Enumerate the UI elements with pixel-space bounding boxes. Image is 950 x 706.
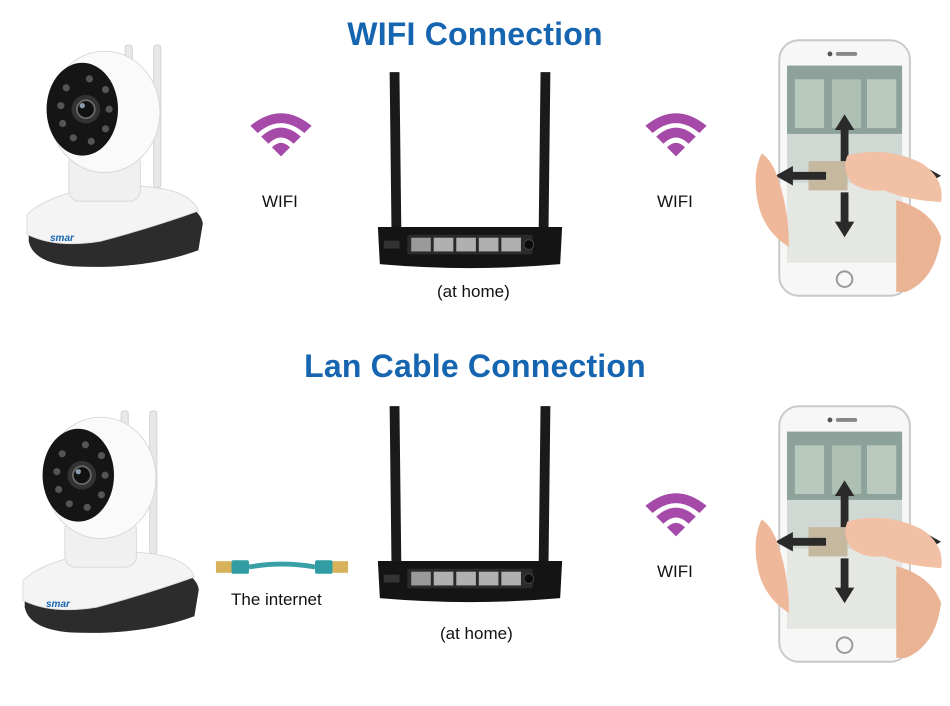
router-icon xyxy=(372,62,568,288)
section-title: Lan Cable Connection xyxy=(304,348,646,384)
wifi-icon xyxy=(640,486,712,540)
wifi-icon xyxy=(640,106,712,160)
link-label: WIFI xyxy=(262,192,298,211)
cable-label: The internet xyxy=(231,590,322,609)
security-camera-icon: smar xyxy=(18,36,218,286)
wifi-connection-section: WIFI Connection smar WIFI (at home) WIFI xyxy=(0,0,950,340)
router-label: (at home) xyxy=(440,624,513,643)
lan-connection-section: Lan Cable Connection smar The internet (… xyxy=(0,340,950,706)
smartphone-icon xyxy=(750,402,945,666)
wifi-icon xyxy=(245,106,317,160)
link-label: WIFI xyxy=(657,192,693,211)
smartphone-icon xyxy=(750,36,945,300)
security-camera-icon: smar xyxy=(14,402,214,652)
camera-brand-label: smar xyxy=(50,233,74,244)
link-label: WIFI xyxy=(657,562,693,581)
router-label: (at home) xyxy=(437,282,510,301)
camera-brand-label: smar xyxy=(46,599,70,610)
router-icon xyxy=(372,396,568,622)
section-title: WIFI Connection xyxy=(347,16,603,52)
ethernet-cable-icon xyxy=(214,552,350,582)
